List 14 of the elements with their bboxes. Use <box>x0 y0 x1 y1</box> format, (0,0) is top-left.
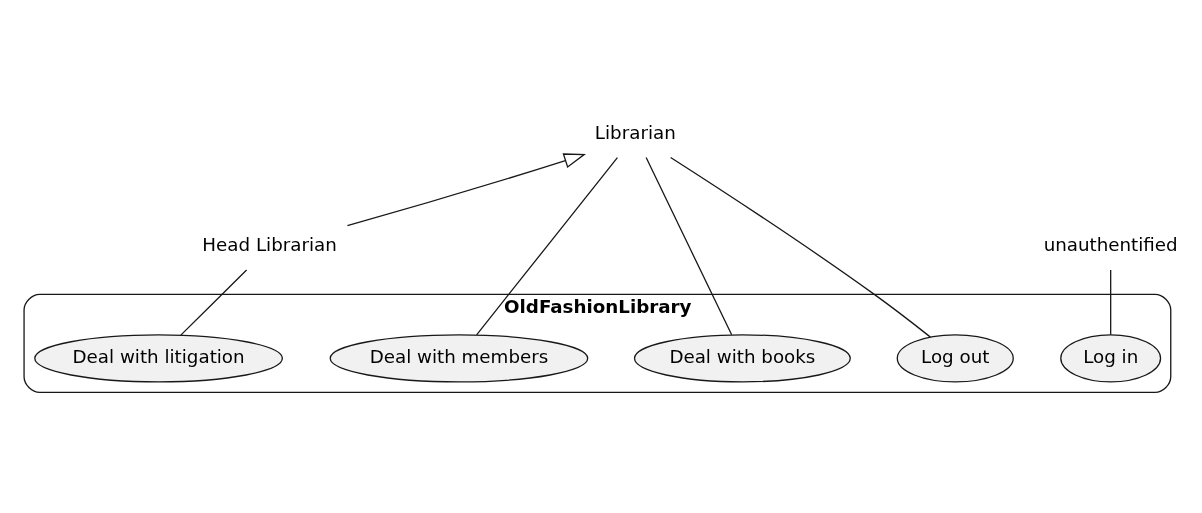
node-ellipse: Deal with members <box>329 334 589 383</box>
node-ellipse: Deal with litigation <box>34 334 284 383</box>
connector <box>475 156 619 336</box>
node-ellipse: Deal with books <box>633 334 851 383</box>
connector <box>180 269 248 336</box>
node-ellipse: Log out <box>896 334 1014 383</box>
connector <box>645 156 733 336</box>
node-text: Head Librarian <box>202 233 337 255</box>
node-ellipse: Log in <box>1060 334 1162 383</box>
arrow <box>346 153 587 227</box>
node-text: unauthentified <box>1043 233 1178 255</box>
node-text: Librarian <box>594 121 676 143</box>
connector <box>1110 269 1112 336</box>
connector <box>670 156 932 338</box>
